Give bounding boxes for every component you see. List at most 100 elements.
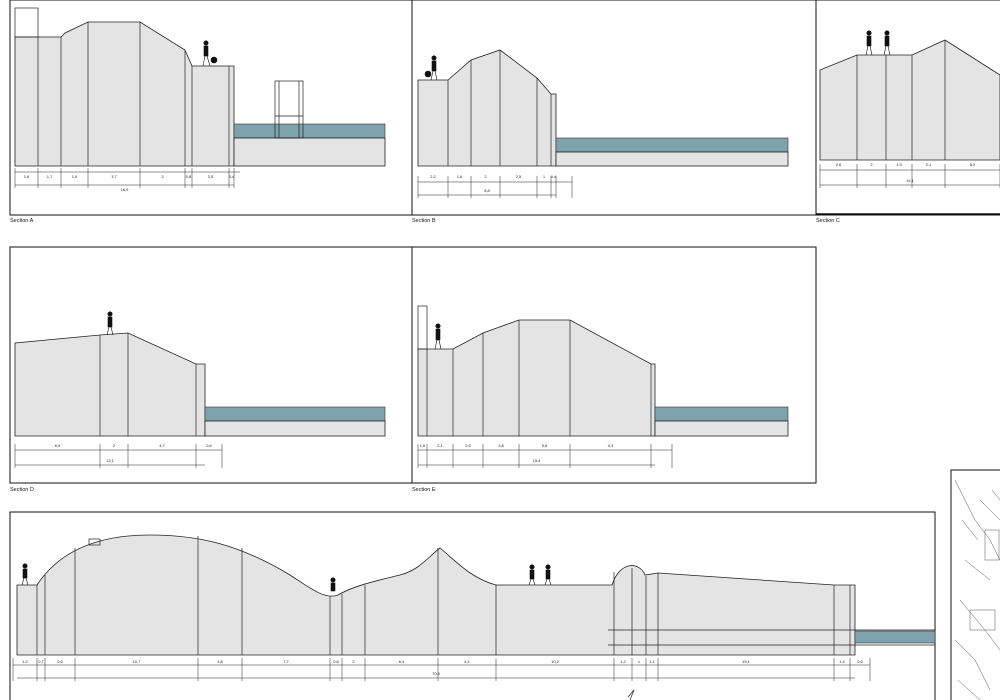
section-a-segment-dim: 1,6 bbox=[24, 174, 30, 179]
section-d-profile-lines bbox=[99, 333, 197, 436]
section-long-water bbox=[854, 630, 936, 644]
section-e: 1,6 2,1 2,5 3,8 5,8 0,3 15,4 Section E bbox=[411, 246, 817, 493]
section-f-segment-dim: 10,2 bbox=[551, 659, 560, 664]
section-d-segment-dim: 2 bbox=[113, 443, 116, 448]
section-long-person-icons bbox=[21, 563, 552, 592]
section-b-segment-dim: 2 bbox=[484, 174, 487, 179]
section-d-segment-dim: 0,6 bbox=[206, 443, 212, 448]
section-c: 2,6 2 1,9 2,1 6,2 14,1 Section C bbox=[815, 0, 1000, 224]
section-a-profile-lines bbox=[37, 22, 230, 166]
section-c-total-dim: 14,1 bbox=[906, 178, 915, 183]
section-e-riverbed bbox=[654, 420, 789, 437]
section-b-segment-dim: 2,2 bbox=[430, 174, 436, 179]
section-e-segment-dim: 2,1 bbox=[437, 443, 443, 448]
section-e-water bbox=[654, 406, 789, 422]
section-d-ground bbox=[14, 332, 206, 437]
section-c-profile-lines bbox=[856, 40, 946, 160]
section-a-riverbed bbox=[233, 137, 386, 167]
section-e-segment-dim: 3,8 bbox=[498, 443, 504, 448]
section-f-total-dim: 70,6 bbox=[432, 671, 441, 676]
section-e-profile-lines bbox=[426, 320, 652, 436]
section-e-tower bbox=[417, 305, 428, 350]
section-long-frame bbox=[9, 511, 936, 700]
section-b-water bbox=[555, 137, 789, 153]
section-f-segment-dim: 0,7 bbox=[38, 659, 44, 664]
section-b-profile-lines bbox=[447, 50, 552, 166]
section-b: 2,2 1,6 2 2,5 1 0,4 8,8 Section B bbox=[411, 0, 817, 224]
section-e-segment-dim: 1,6 bbox=[420, 443, 426, 448]
section-a-segment-dim: 2,5 bbox=[208, 174, 214, 179]
section-f-segment-dim: 15,1 bbox=[742, 659, 751, 664]
section-f-segment-dim: 1,2 bbox=[620, 659, 626, 664]
section-c-caption: Section C bbox=[816, 218, 840, 224]
section-d-segment-dim: 6,9 bbox=[55, 443, 61, 448]
section-f-segment-dim: 1,4 bbox=[839, 659, 845, 664]
section-f-segment-dim: 0,6 bbox=[57, 659, 63, 664]
section-long-profile-lines bbox=[36, 536, 935, 655]
section-b-segment-dim: 0,4 bbox=[551, 174, 557, 179]
section-d-water bbox=[204, 406, 386, 422]
section-a-tower bbox=[14, 7, 39, 38]
section-e-ground bbox=[417, 319, 656, 437]
section-c-segment-dim: 2 bbox=[870, 162, 873, 167]
north-arrow-icon bbox=[627, 689, 635, 700]
section-b-person-icon bbox=[424, 55, 438, 81]
section-e-caption: Section E bbox=[412, 487, 436, 493]
section-d-caption: Section D bbox=[10, 487, 34, 493]
section-a-total-dim: 16,9 bbox=[121, 187, 130, 192]
section-c-person-icon bbox=[865, 30, 891, 56]
section-long-dim-lines bbox=[13, 664, 870, 679]
section-b-caption: Section B bbox=[412, 218, 436, 224]
section-a: 1,6 1,7 1,9 3,7 3 0,8 2,5 0,4 16,9 Section A bbox=[9, 0, 413, 224]
section-a-segment-dim: 0,4 bbox=[229, 174, 235, 179]
section-a-segment-dim: 1,7 bbox=[47, 174, 53, 179]
section-a-caption: Section A bbox=[10, 218, 34, 224]
section-a-person-icon bbox=[202, 40, 218, 67]
section-c-dim-lines bbox=[820, 169, 1000, 186]
section-f-segment-dim: 0,6 bbox=[333, 659, 339, 664]
section-f-segment-dim: 1,1 bbox=[649, 659, 655, 664]
section-b-segment-dim: 2,5 bbox=[516, 174, 522, 179]
section-b-segment-dim: 1 bbox=[543, 174, 546, 179]
section-a-dim-lines bbox=[15, 171, 240, 186]
section-d-riverbed bbox=[204, 420, 386, 437]
section-e-segment-dim: 5,8 bbox=[542, 443, 548, 448]
section-a-segment-dim: 3 bbox=[161, 174, 164, 179]
section-long-ground bbox=[16, 534, 856, 656]
section-f-segment-dim: 0,6 bbox=[857, 659, 863, 664]
section-c-ground bbox=[819, 39, 1000, 161]
section-b-riverbed bbox=[555, 151, 789, 167]
section-b-dim-lines bbox=[418, 181, 572, 196]
section-d-total-dim: 13,1 bbox=[106, 458, 115, 463]
section-b-total-dim: 8,8 bbox=[484, 188, 490, 193]
section-f-segment-dim: 6,4 bbox=[399, 659, 405, 664]
section-b-ground bbox=[417, 49, 557, 167]
section-c-segment-dim: 1,9 bbox=[896, 162, 902, 167]
section-c-segment-dim: 2,6 bbox=[836, 162, 842, 167]
section-f-segment-dim: 3,8 bbox=[217, 659, 223, 664]
section-a-water bbox=[233, 123, 386, 139]
section-f-segment-dim: 1 bbox=[638, 659, 641, 664]
section-e-dim-lines bbox=[418, 449, 672, 466]
section-a-segment-dim: 3,7 bbox=[111, 174, 117, 179]
section-f-segment-dim: 1,2 bbox=[22, 659, 28, 664]
section-a-segment-dim: 0,8 bbox=[186, 174, 192, 179]
section-c-segment-dim: 6,2 bbox=[970, 162, 976, 167]
section-f-segment-dim: 4,1 bbox=[464, 659, 470, 664]
section-b-segment-dim: 1,6 bbox=[457, 174, 463, 179]
section-long-tower bbox=[88, 538, 101, 546]
section-c-segment-dim: 2,1 bbox=[926, 162, 932, 167]
section-a-segment-dim: 1,9 bbox=[72, 174, 78, 179]
section-c-frame bbox=[815, 0, 1000, 216]
section-f-segment-dim: 2 bbox=[352, 659, 355, 664]
section-e-total-dim: 15,4 bbox=[533, 458, 542, 463]
section-e-segment-dim: 2,5 bbox=[465, 443, 471, 448]
section-e-person-icon bbox=[434, 323, 442, 350]
section-d-dim-lines bbox=[15, 449, 222, 466]
section-e-segment-dim: 0,3 bbox=[608, 443, 614, 448]
section-a-ground bbox=[14, 21, 235, 167]
section-f-segment-dim: 7,7 bbox=[283, 659, 289, 664]
section-f-segment-dim: 10,7 bbox=[133, 659, 142, 664]
